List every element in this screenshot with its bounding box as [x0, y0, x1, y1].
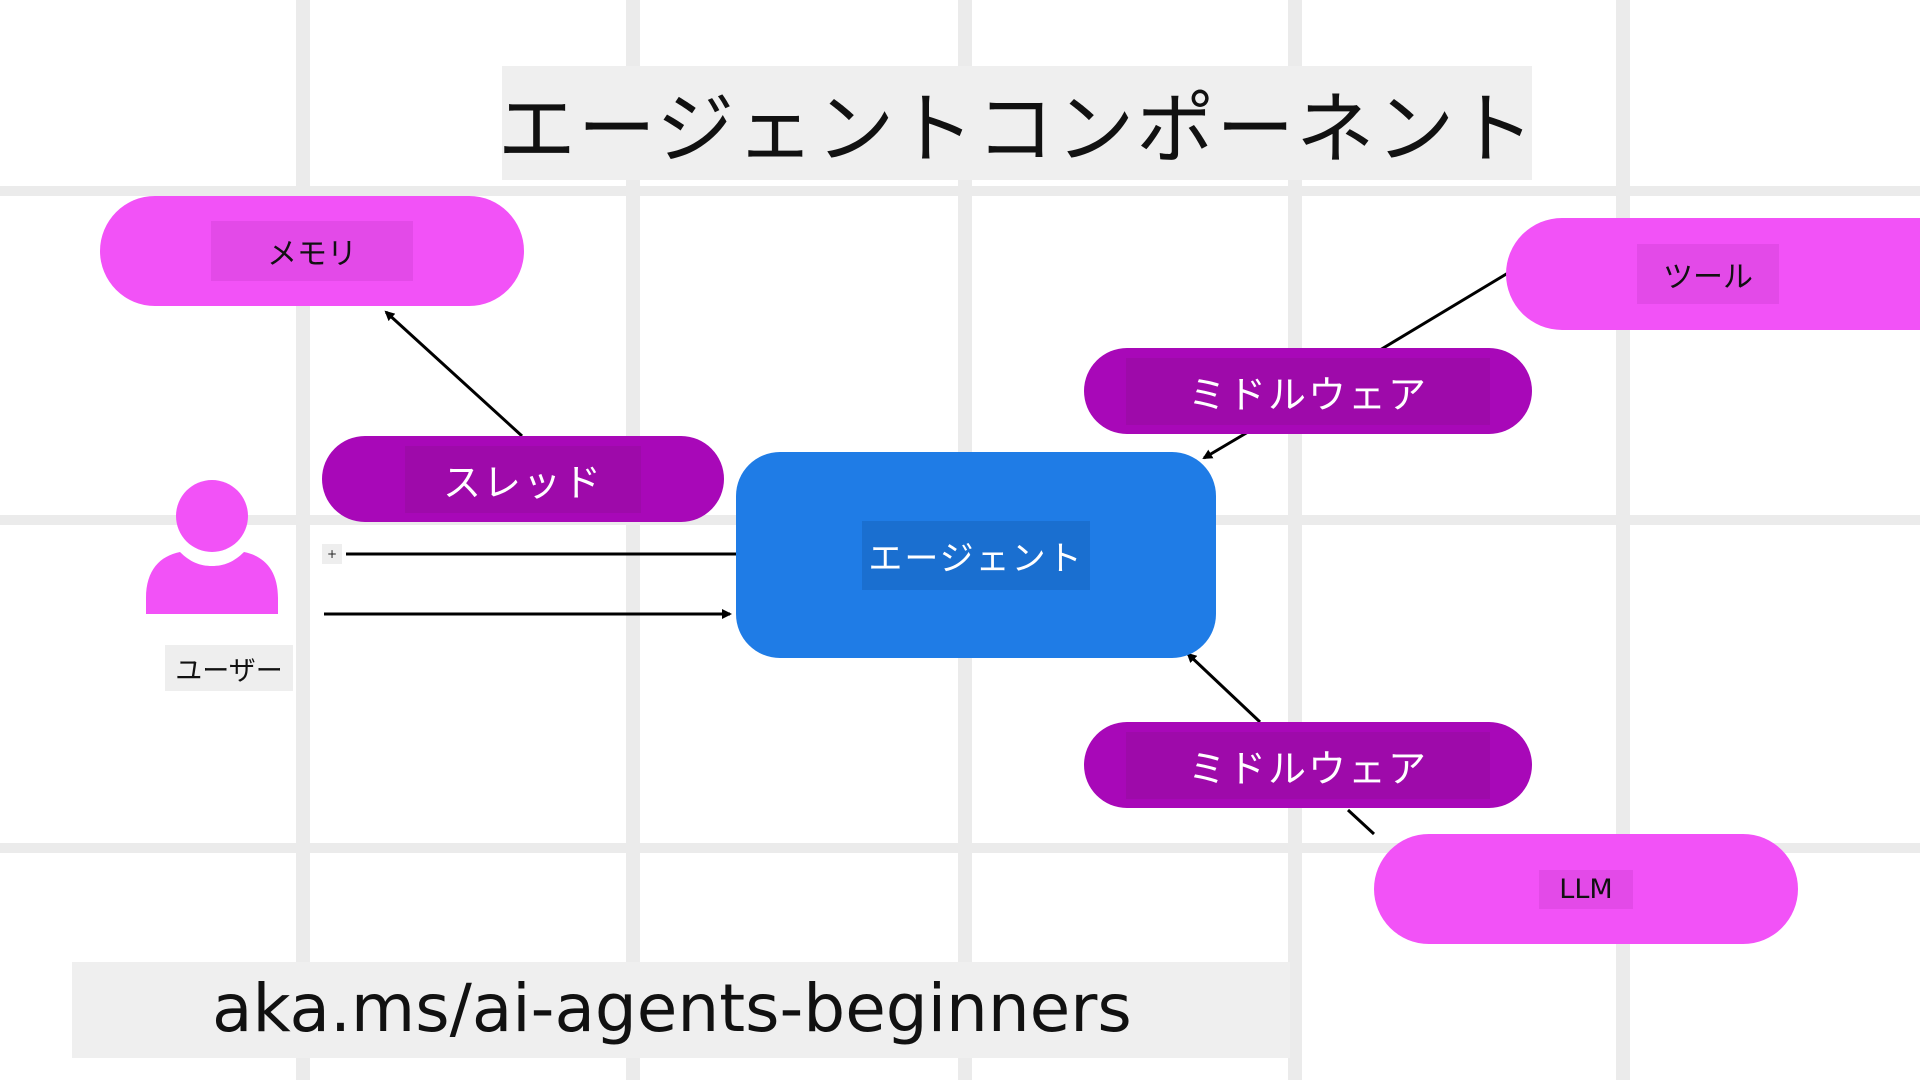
middleware-top-label: ミドルウェア	[1125, 357, 1490, 425]
llm-label: LLM	[1539, 869, 1633, 909]
grid-line	[1288, 0, 1302, 1080]
tool-label: ツール	[1637, 244, 1779, 304]
middleware-bottom-label: ミドルウェア	[1125, 731, 1490, 799]
llm-node: LLM	[1374, 834, 1798, 944]
arrow-middleware-top-to-agent	[1202, 430, 1249, 460]
url-box: aka.ms/ai-agents-beginners	[72, 962, 1290, 1058]
diagram-title: エージェントコンポーネント	[497, 85, 1537, 175]
memory-label: メモリ	[211, 221, 413, 281]
grid-line	[0, 186, 1920, 196]
title-box: エージェントコンポーネント	[498, 66, 1534, 180]
thread-node: スレッド	[322, 436, 724, 522]
grid-line	[0, 843, 1920, 853]
middleware-bottom-node: ミドルウェア	[1084, 722, 1532, 808]
arrow-middleware-bottom-to-agent	[1186, 652, 1262, 724]
user-label: ユーザー	[165, 645, 293, 691]
arrow-thread-to-memory	[384, 310, 524, 438]
plus-icon: +	[322, 544, 342, 564]
grid-line	[626, 0, 640, 1080]
line-llm-to-middleware-bottom	[1346, 808, 1376, 836]
tool-node: ツール	[1506, 218, 1920, 330]
url-text: aka.ms/ai-agents-beginners	[212, 970, 1132, 1047]
thread-label: スレッド	[404, 445, 641, 513]
agent-label: エージェント	[862, 520, 1090, 590]
agent-node: エージェント	[736, 452, 1216, 658]
line-tool-to-middleware-top	[1379, 271, 1509, 352]
memory-node: メモリ	[100, 196, 524, 306]
middleware-top-node: ミドルウェア	[1084, 348, 1532, 434]
